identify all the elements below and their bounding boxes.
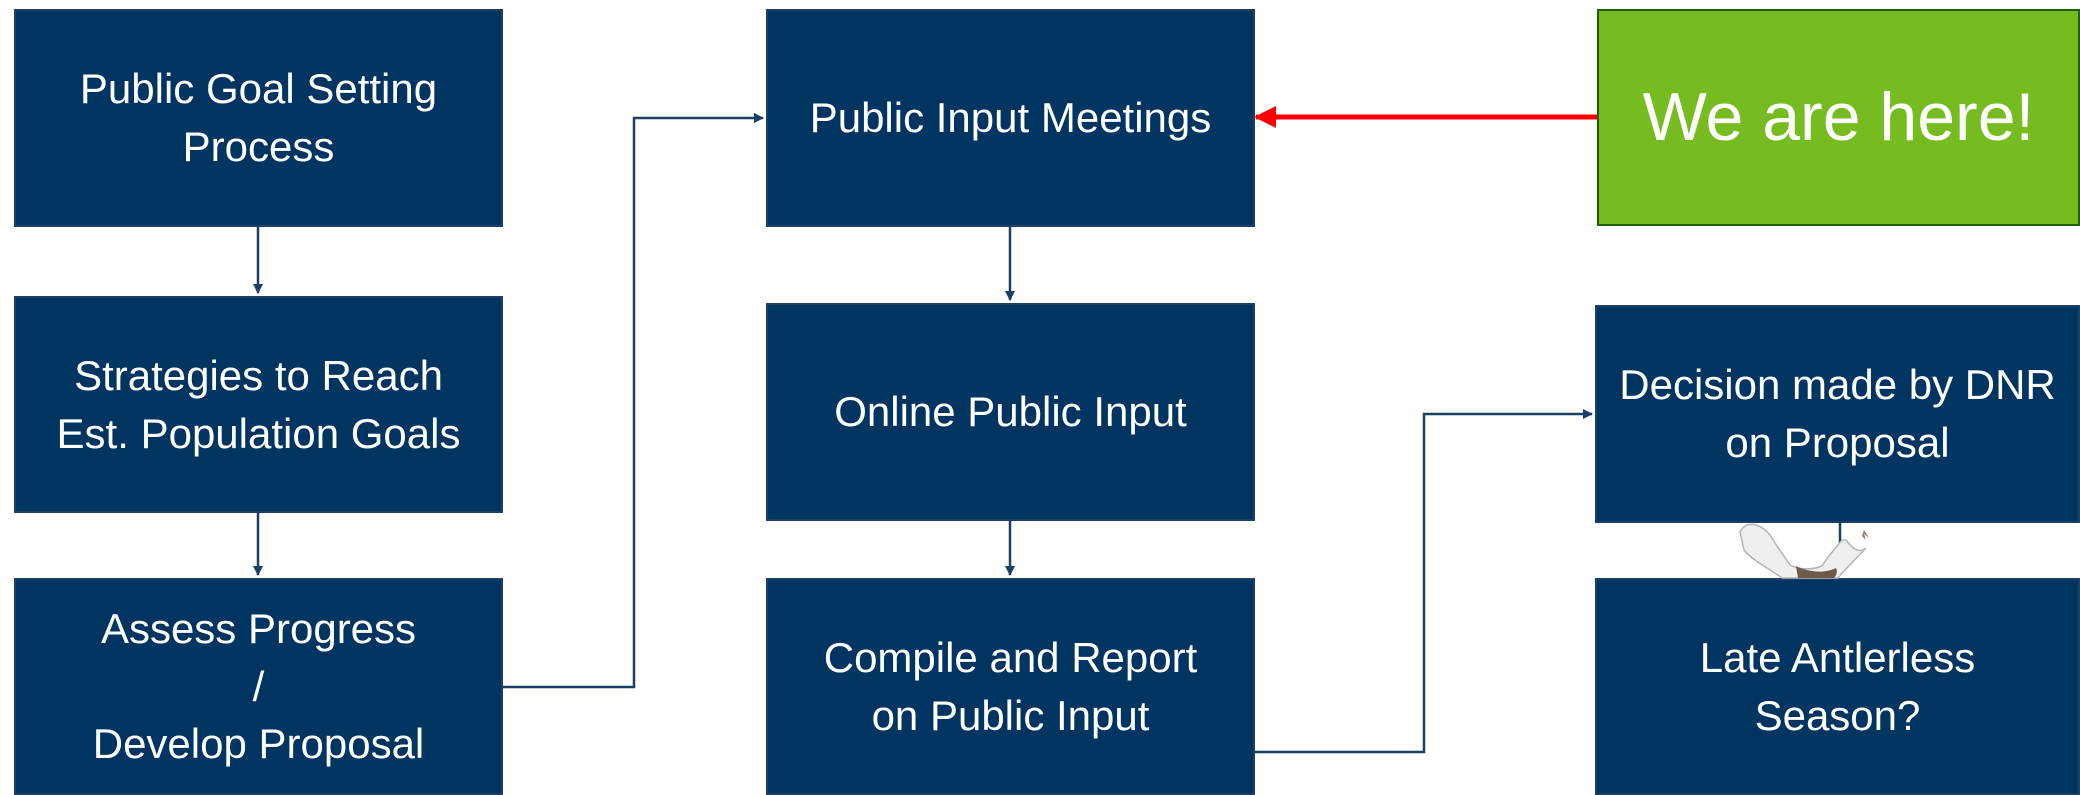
box-late-antlerless-season: Late Antlerless Season? [1595, 578, 2080, 795]
box-strategies: Strategies to Reach Est. Population Goal… [14, 296, 503, 513]
box-assess-progress: Assess Progress / Develop Proposal [14, 578, 503, 795]
box-dnr-decision: Decision made by DNR on Proposal [1595, 305, 2080, 523]
box-public-goal-setting: Public Goal Setting Process [14, 9, 503, 227]
callout-we-are-here: We are here! [1597, 9, 2080, 226]
arrow-compile-to-decision [1255, 409, 1593, 754]
box-compile-report: Compile and Report on Public Input [766, 578, 1255, 795]
arrow-assess-to-meetings [503, 113, 764, 689]
box-public-input-meetings: Public Input Meetings [766, 9, 1255, 227]
box-online-public-input: Online Public Input [766, 303, 1255, 521]
